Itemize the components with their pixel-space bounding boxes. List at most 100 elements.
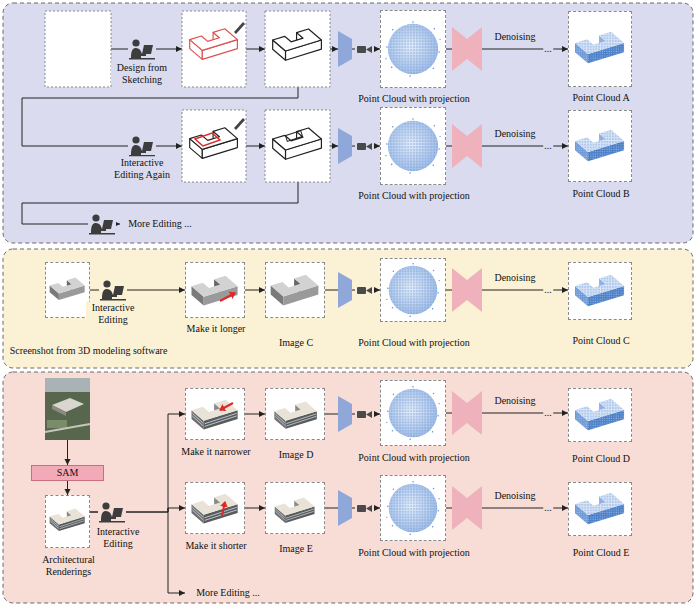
photo-road — [45, 424, 90, 432]
box-ground — [265, 388, 325, 440]
box-ground — [380, 258, 446, 322]
noisy-point-cloud — [385, 21, 440, 77]
box-ground — [380, 10, 446, 88]
encoder — [338, 31, 352, 67]
decoder — [452, 268, 482, 312]
image-caption: Point Cloud B — [551, 188, 651, 200]
blank-canvas — [45, 11, 111, 87]
step-label: Interactive Editing — [91, 526, 145, 549]
label-holder: Denoising — [493, 395, 536, 407]
image-caption: Image C — [246, 337, 346, 349]
camera-icon — [357, 411, 372, 418]
edit-result-box — [265, 110, 330, 182]
label-holder: Denoising — [493, 490, 536, 502]
image-box: Point Cloud with projection — [380, 258, 446, 322]
arrow — [330, 49, 338, 50]
ellipsis: ... — [543, 502, 553, 514]
image-caption: Point Cloud with projection — [344, 93, 484, 105]
label-holder: ... — [543, 140, 553, 152]
noisy-point-cloud — [385, 118, 440, 174]
image-caption: Make it shorter — [166, 540, 266, 552]
image-caption: Point Cloud D — [551, 453, 651, 465]
step-label: More Editing ... — [195, 587, 261, 599]
camera-icon — [357, 505, 372, 512]
noisy-point-cloud — [386, 386, 440, 440]
image-box: Image D — [265, 388, 325, 440]
label-holder: ... — [543, 43, 553, 55]
image-box: Make it longer — [185, 262, 245, 318]
output-point-cloud — [575, 32, 624, 63]
label-holder: ... — [543, 284, 553, 296]
label-holder: Interactive Editing — [86, 302, 140, 325]
box-ground — [568, 110, 632, 182]
output-point-cloud — [575, 275, 624, 306]
image-caption: Architectural Renderings — [33, 554, 105, 578]
sketch-boxes — [45, 11, 330, 182]
image-box: Point Cloud with projection — [380, 475, 446, 541]
box-ground — [45, 262, 90, 318]
image-caption: Point Cloud with projection — [344, 190, 484, 202]
camera-icon — [357, 143, 372, 150]
rendering-panel — [3, 372, 693, 603]
edit-box — [182, 110, 246, 182]
photo-building — [52, 405, 66, 416]
step-label: More Editing ... — [127, 218, 193, 230]
grey-model — [50, 278, 85, 300]
label-holder: More Editing ... — [127, 218, 193, 230]
box-ground — [380, 380, 446, 446]
output-point-cloud — [575, 493, 624, 524]
edge-label: Denoising — [493, 490, 536, 502]
ellipsis: ... — [543, 284, 553, 296]
module-box: SAM — [31, 465, 104, 481]
step-label: Design from Sketching — [111, 62, 173, 85]
line-sketch — [190, 128, 238, 159]
output-point-cloud — [575, 399, 624, 430]
module-name: SAM — [32, 466, 103, 480]
encoder — [338, 272, 352, 308]
camera-icon — [357, 287, 372, 294]
decoder — [452, 391, 482, 435]
box-ground — [568, 482, 632, 536]
image-caption: Image D — [246, 449, 346, 461]
ellipsis: ... — [543, 140, 553, 152]
rendered-building — [50, 509, 85, 531]
label-holder: ... — [543, 407, 553, 419]
box-ground — [380, 475, 446, 541]
photo-ground — [45, 378, 90, 440]
noisy-point-cloud — [386, 263, 440, 317]
encoder — [338, 128, 352, 164]
edge-label: Denoising — [493, 272, 536, 284]
image-box-grounds — [45, 10, 632, 548]
box-ground — [568, 262, 632, 320]
patch — [98, 500, 126, 524]
label-holder: Interactive Editing Again — [108, 157, 176, 180]
camera-icon — [357, 46, 372, 53]
box-ground — [265, 262, 325, 318]
label-holder: Interactive Editing — [91, 526, 145, 549]
image-caption: Point Cloud E — [551, 547, 651, 559]
encoder — [338, 396, 352, 432]
red-sketch — [190, 29, 238, 60]
user-icon — [129, 136, 155, 156]
image-box: Make it shorter — [185, 482, 245, 534]
flow-arrow — [245, 414, 265, 415]
patch — [99, 278, 127, 302]
sketch-panel — [3, 3, 693, 243]
image-box: Point Cloud E — [568, 482, 632, 536]
grey-model — [191, 276, 237, 306]
encoders — [338, 31, 352, 526]
red-arrow — [220, 403, 233, 410]
sketch-result-box — [265, 11, 330, 87]
image-box: Image C — [265, 262, 325, 318]
box-ground — [45, 495, 90, 548]
rendered-building — [191, 400, 237, 430]
patch — [355, 42, 374, 56]
line-sketch — [273, 29, 322, 60]
label-holder: Denoising — [493, 31, 536, 43]
edge-label: Interactive Editing — [86, 302, 140, 325]
output-point-cloud — [575, 130, 624, 161]
flow-arrow — [90, 414, 185, 512]
box-ground — [265, 482, 325, 534]
image-caption: Make it narrower — [166, 446, 266, 458]
